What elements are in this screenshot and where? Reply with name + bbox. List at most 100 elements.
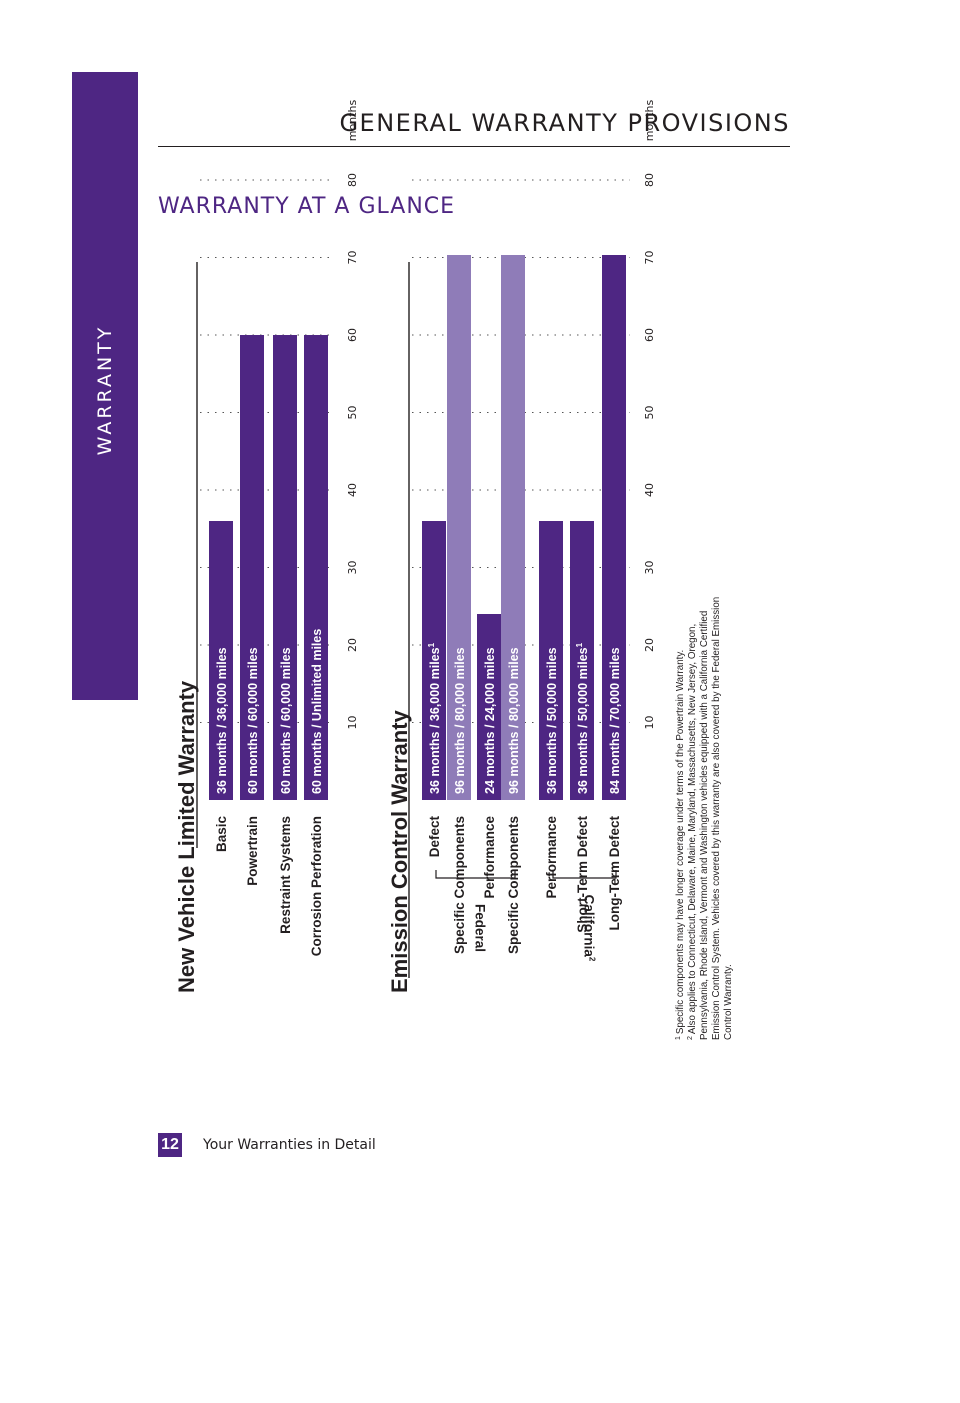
- new-vehicle-bar-label: 36 months / 36,000 miles: [215, 647, 229, 794]
- page-number-badge: 12: [158, 1133, 182, 1157]
- new-vehicle-category-label-text: Restraint Systems: [278, 816, 293, 934]
- footnote-text: Control Warranty.: [723, 964, 734, 1040]
- emission-bar-label-text: 24 months / 24,000 miles: [483, 647, 497, 794]
- emission-bar: [602, 255, 626, 800]
- emission-bar: [447, 255, 471, 800]
- emission-bar: [570, 521, 594, 800]
- emission-bar-label: 36 months / 50,000 miles: [545, 647, 559, 794]
- emission-category-label: Specific Components: [452, 816, 467, 954]
- emission-axis-unit: months: [643, 100, 656, 142]
- new-vehicle-bar-label: 60 months / 60,000 miles: [246, 647, 260, 794]
- sidebar-tab: [72, 72, 138, 700]
- emission-bar-label: 96 months / 80,000 miles: [507, 647, 521, 794]
- emission-category-label-text: Specific Components: [452, 816, 467, 954]
- new-vehicle-chart: New Vehicle Limited Warranty 36 months / …: [174, 100, 359, 993]
- emission-group-label-text: California: [582, 895, 597, 958]
- emission-tick-label: 30: [643, 561, 656, 575]
- emission-category-label-text: Performance: [482, 816, 497, 899]
- new-vehicle-category-label: Powertrain: [245, 816, 260, 886]
- emission-axis-unit-text: months: [643, 100, 656, 142]
- emission-tick-label: 80: [643, 173, 656, 187]
- emission-bar-label-text: 96 months / 80,000 miles: [453, 647, 467, 794]
- emission-tick-label: 10: [643, 716, 656, 730]
- footer-label: Your Warranties in Detail: [203, 1137, 376, 1153]
- new-vehicle-axis-unit: months: [346, 100, 359, 142]
- new-vehicle-bar: [209, 521, 233, 800]
- new-vehicle-axis-unit-text: months: [346, 100, 359, 142]
- emission-chart-title-text: Emission Control Warranty: [387, 709, 412, 993]
- new-vehicle-bar-label-text: 36 months / 36,000 miles: [215, 647, 229, 794]
- emission-tick-label: 20: [643, 638, 656, 652]
- emission-bar-label-text: 36 months / 50,000 miles: [545, 647, 559, 794]
- footnote-text: Also applies to Connecticut, Delaware, M…: [687, 624, 698, 1034]
- new-vehicle-bar: [304, 335, 328, 800]
- emission-bar-label-text: 36 months / 50,000 miles: [576, 647, 590, 794]
- new-vehicle-tick-label-text: 70: [346, 251, 359, 265]
- emission-tick-label-text: 70: [643, 251, 656, 265]
- new-vehicle-bar-label: 60 months / Unlimited miles: [310, 629, 324, 794]
- emission-bar-label: 84 months / 70,000 miles: [608, 647, 622, 794]
- footnote-marker: 1: [675, 1034, 682, 1040]
- new-vehicle-bar: [273, 335, 297, 800]
- new-vehicle-tick-label: 10: [346, 716, 359, 730]
- emission-bar: [477, 614, 501, 800]
- emission-bar-label: 36 months / 50,000 miles1: [575, 642, 590, 794]
- emission-group-label-text: Federal: [473, 904, 488, 952]
- new-vehicle-tick-label: 30: [346, 561, 359, 575]
- footnote-text: Specific components may have longer cove…: [675, 650, 686, 1034]
- new-vehicle-category-label-text: Powertrain: [245, 816, 260, 886]
- footnote-text: Emission Control System. Vehicles covere…: [711, 597, 722, 1040]
- footnote-line: Pennsylvania, Rhode Island, Vermont and …: [699, 611, 710, 1040]
- new-vehicle-tick-label-text: 20: [346, 638, 359, 652]
- emission-bar-label-text: 84 months / 70,000 miles: [608, 647, 622, 794]
- emission-bar-label-text: 36 months / 36,000 miles: [428, 647, 442, 794]
- emission-group-bracket: [552, 870, 617, 879]
- emission-category-label-text: Long-Term Defect: [607, 816, 622, 931]
- footnote-line: Control Warranty.: [723, 964, 734, 1040]
- new-vehicle-tick-label: 70: [346, 251, 359, 265]
- new-vehicle-tick-label: 60: [346, 328, 359, 342]
- emission-tick-label-text: 80: [643, 173, 656, 187]
- emission-tick-label: 40: [643, 483, 656, 497]
- footnote-line: Emission Control System. Vehicles covere…: [711, 597, 722, 1040]
- emission-tick-label: 70: [643, 251, 656, 265]
- new-vehicle-bar-label: 60 months / 60,000 miles: [279, 647, 293, 794]
- new-vehicle-tick-label-text: 30: [346, 561, 359, 575]
- new-vehicle-bar: [240, 335, 264, 800]
- footnote-text: Pennsylvania, Rhode Island, Vermont and …: [699, 611, 710, 1040]
- new-vehicle-tick-label: 80: [346, 173, 359, 187]
- emission-tick-label-text: 60: [643, 328, 656, 342]
- emission-tick-label-text: 10: [643, 716, 656, 730]
- emission-category-label-text: Specific Components: [506, 816, 521, 954]
- new-vehicle-tick-label: 20: [346, 638, 359, 652]
- emission-group-label: Federal: [473, 904, 488, 952]
- emission-group-bracket: [435, 870, 516, 879]
- emission-group-label-superscript: 2: [588, 957, 597, 962]
- emission-bar-label-text: 96 months / 80,000 miles: [507, 647, 521, 794]
- emission-bar: [422, 521, 446, 800]
- footnote-line: 1 Specific components may have longer co…: [675, 650, 686, 1040]
- emission-bar-label-superscript: 1: [575, 642, 584, 647]
- emission-category-label-text: Performance: [544, 816, 559, 899]
- emission-tick-label: 50: [643, 406, 656, 420]
- emission-bar-label-superscript: 1: [427, 642, 436, 647]
- new-vehicle-tick-label-text: 40: [346, 483, 359, 497]
- emission-bar-label: 36 months / 36,000 miles1: [427, 642, 442, 794]
- new-vehicle-category-label: Corrosion Perforation: [309, 816, 324, 956]
- footnotes: 1 Specific components may have longer co…: [675, 597, 734, 1040]
- title-divider: [158, 146, 790, 147]
- emission-tick-label: 60: [643, 328, 656, 342]
- emission-category-label-text: Short-Term Defect: [575, 816, 590, 933]
- new-vehicle-category-label: Basic: [214, 816, 229, 853]
- new-vehicle-category-label-text: Basic: [214, 816, 229, 853]
- new-vehicle-chart-title: New Vehicle Limited Warranty: [174, 680, 199, 993]
- footnote-line: 2 Also applies to Connecticut, Delaware,…: [687, 624, 698, 1040]
- footnote-marker: 2: [687, 1034, 694, 1040]
- emission-group-label: California2: [582, 895, 597, 962]
- new-vehicle-tick-label-text: 10: [346, 716, 359, 730]
- new-vehicle-tick-label-text: 80: [346, 173, 359, 187]
- new-vehicle-chart-title-text: New Vehicle Limited Warranty: [174, 680, 199, 993]
- emission-tick-label-text: 20: [643, 638, 656, 652]
- new-vehicle-tick-label: 40: [346, 483, 359, 497]
